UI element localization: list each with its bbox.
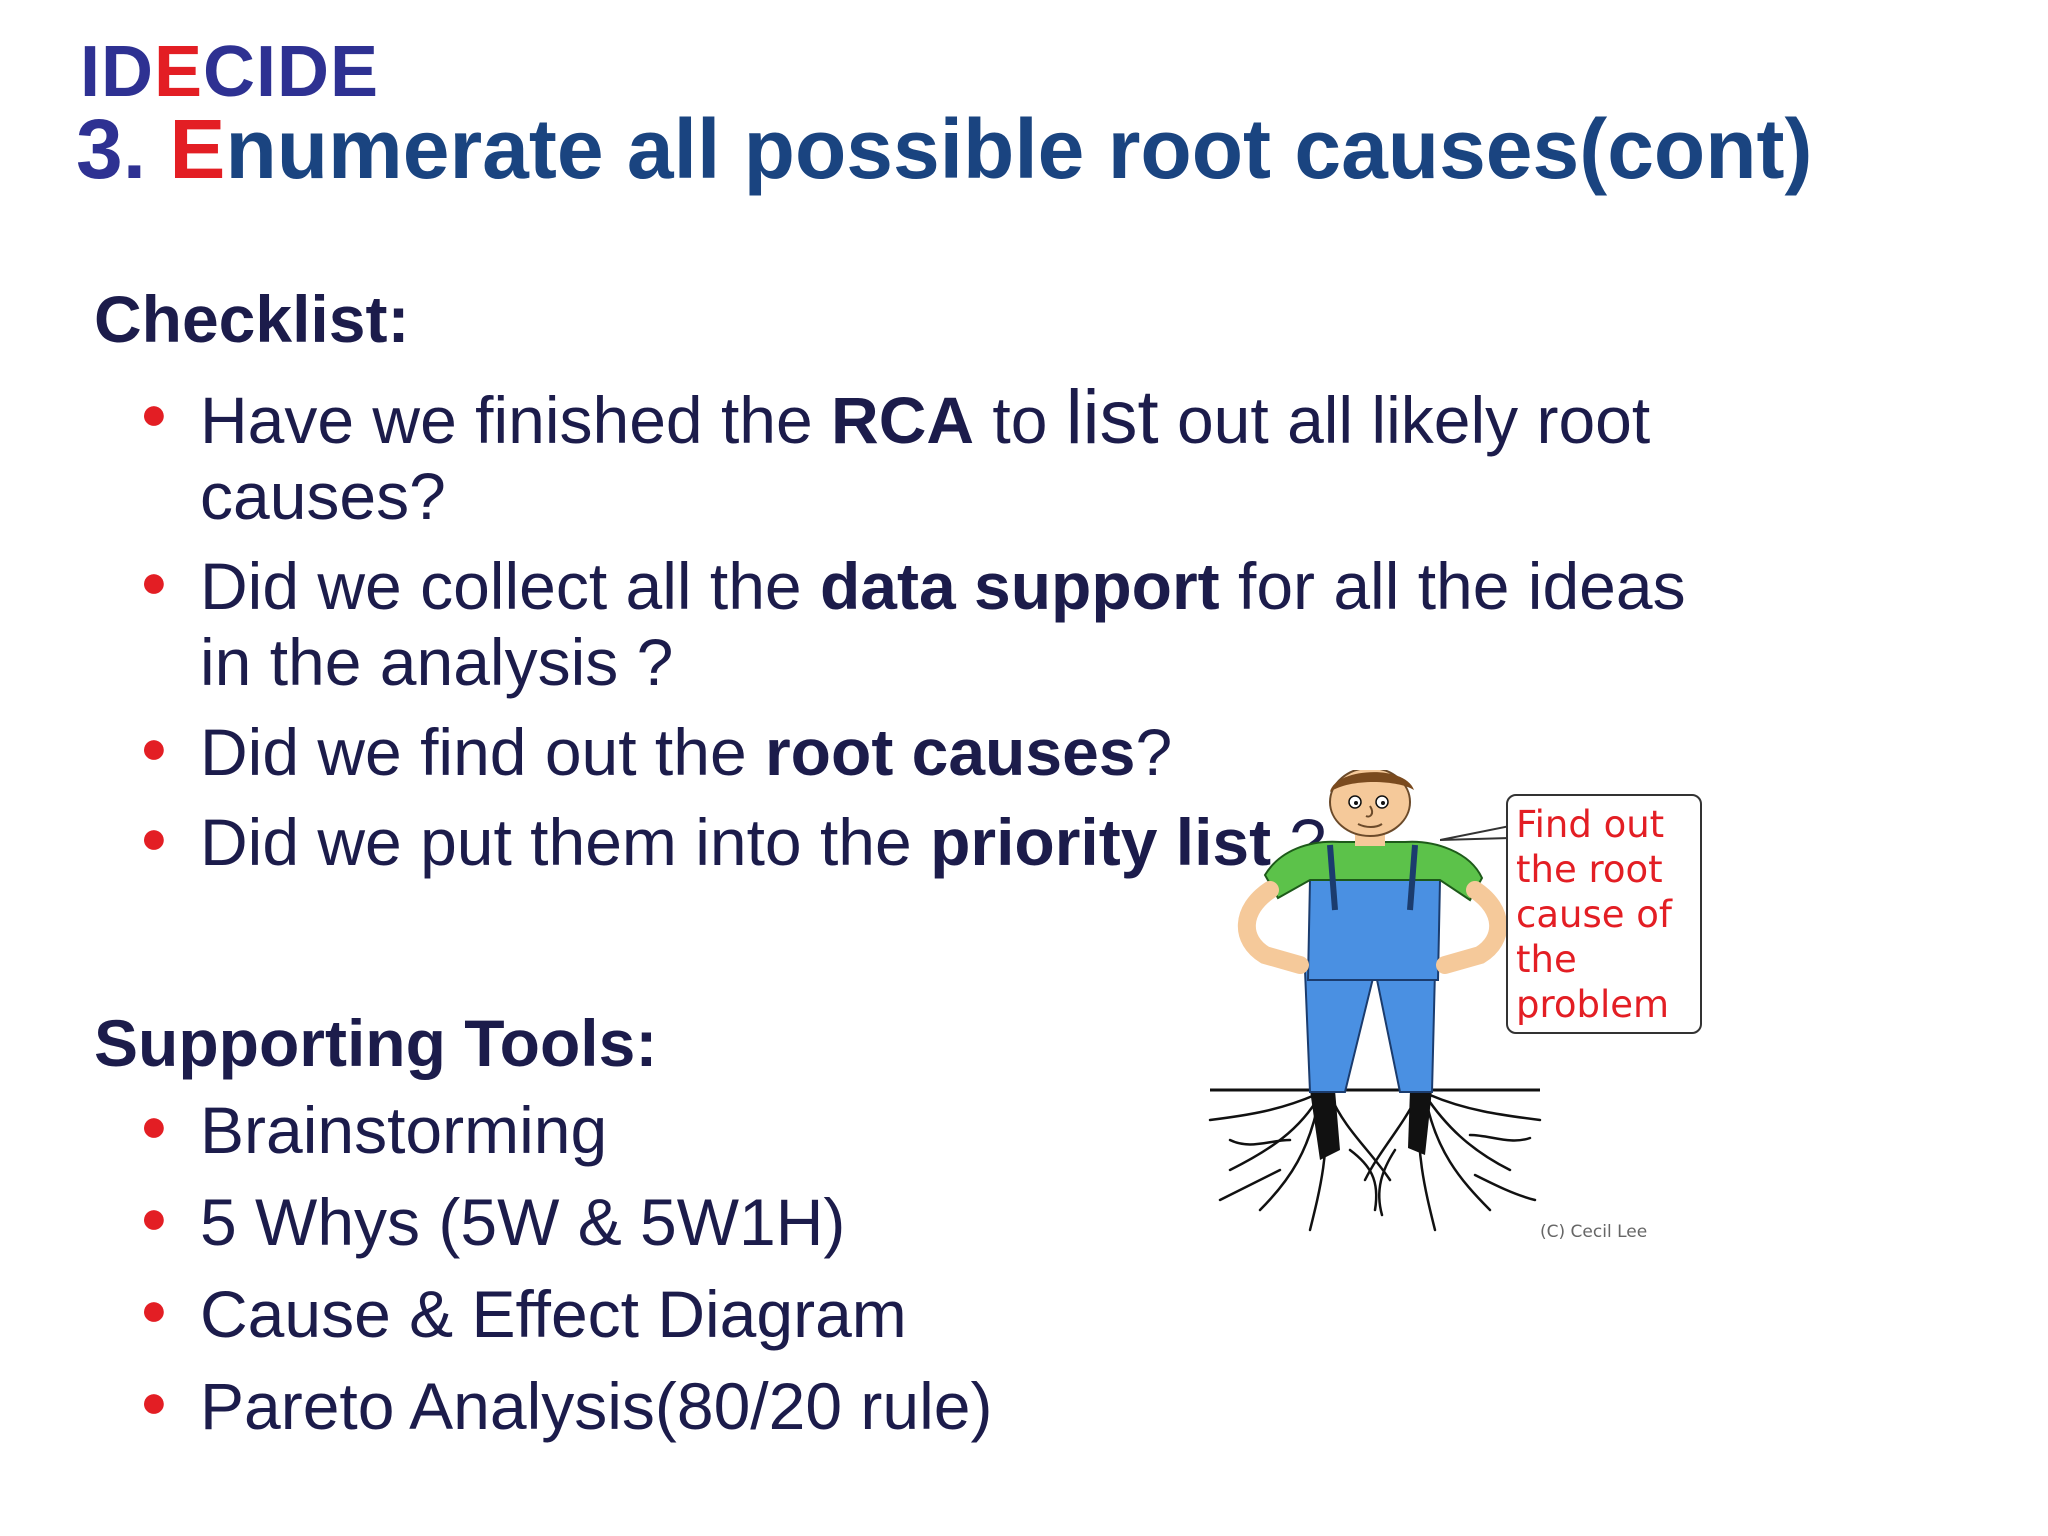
bullet-dot-icon: ●	[140, 1099, 168, 1151]
emphasis: root causes	[765, 715, 1136, 789]
bullet-dot-icon: ●	[140, 555, 168, 607]
list-item: ● Brainstorming	[140, 1092, 992, 1168]
list-item-text: Did we put them into the priority list ?	[200, 805, 1327, 879]
bullet-dot-icon: ●	[140, 1283, 168, 1335]
list-item-text: Did we find out the root causes?	[200, 715, 1173, 789]
list-item: ● 5 Whys (5W & 5W1H)	[140, 1184, 992, 1260]
bubble-line: cause of	[1516, 893, 1672, 936]
list-item: ● Did we collect all the data support fo…	[140, 548, 1760, 700]
checklist-heading: Checklist:	[94, 282, 410, 356]
brand-pre: ID	[80, 32, 154, 112]
list-item-text: Brainstorming	[200, 1093, 608, 1167]
image-credit: (C) Cecil Lee	[1540, 1222, 1648, 1242]
list-item-text: Did we collect all the data support for …	[200, 549, 1686, 699]
bullet-dot-icon: ●	[140, 387, 168, 439]
list-item-text: Cause & Effect Diagram	[200, 1277, 907, 1351]
speech-bubble: Find out the root cause of the problem	[1506, 794, 1702, 1034]
emphasis: RCA	[831, 383, 975, 457]
list-item: ● Cause & Effect Diagram	[140, 1276, 992, 1352]
tools-list: ● Brainstorming ● 5 Whys (5W & 5W1H) ● Caus…	[140, 1092, 993, 1460]
bullet-dot-icon: ●	[140, 1375, 168, 1427]
title-accent-letter: E	[169, 102, 226, 196]
farmer-roots-illustration	[1208, 770, 1542, 1232]
bubble-line: the root	[1516, 848, 1663, 891]
checklist-list: ● Have we finished the RCA to list out a…	[140, 375, 1760, 894]
brand-accent-letter: E	[154, 32, 204, 112]
title-number: 3.	[76, 102, 170, 196]
bullet-dot-icon: ●	[140, 811, 168, 863]
brand-logo-text: IDECIDE	[80, 36, 379, 108]
list-item-text: Pareto Analysis(80/20 rule)	[200, 1369, 993, 1443]
emphasis-large: list	[1065, 375, 1159, 460]
list-item-text: Have we finished the RCA to list out all…	[200, 375, 1651, 534]
list-item: ● Pareto Analysis(80/20 rule)	[140, 1368, 993, 1444]
bubble-line: problem	[1516, 983, 1670, 1026]
list-item: ● Did we put them into the priority list…	[140, 804, 1760, 880]
slide-title: 3. Enumerate all possible root causes(co…	[76, 104, 1813, 195]
list-item-text: 5 Whys (5W & 5W1H)	[200, 1185, 846, 1259]
title-rest: numerate all possible root causes(cont)	[225, 102, 1813, 196]
bullet-dot-icon: ●	[140, 1191, 168, 1243]
emphasis: data support	[819, 549, 1220, 623]
speech-bubble-tail	[1440, 824, 1510, 841]
emphasis: priority list	[930, 805, 1272, 879]
list-item: ● Did we find out the root causes?	[140, 714, 1760, 790]
bubble-line: the	[1516, 938, 1577, 981]
tools-heading: Supporting Tools:	[94, 1006, 658, 1080]
bubble-line: Find out	[1516, 803, 1665, 846]
bullet-dot-icon: ●	[140, 721, 168, 773]
brand-post: CIDE	[203, 32, 380, 112]
list-item: ● Have we finished the RCA to list out a…	[140, 375, 1760, 534]
